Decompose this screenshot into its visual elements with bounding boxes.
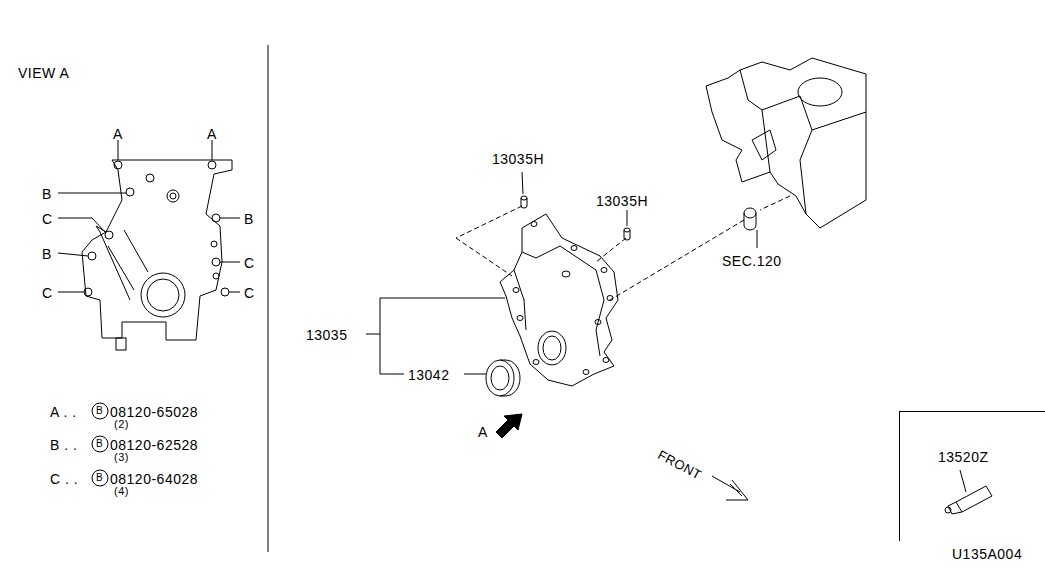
front-cover-edges [514,246,604,356]
leader-line [522,172,523,194]
engine-block [706,58,866,228]
callout-number: 13035H [596,194,648,208]
bolt-callout: C [244,256,255,270]
bolt-callout: A [113,127,123,141]
crank-hole [538,331,566,365]
quantity: (4) [114,486,129,497]
symbol-letter: B [96,439,103,449]
leader-line [627,210,628,226]
engine-block-detail [752,130,776,160]
bolt-callout: C [42,286,53,300]
cylinder-bore [798,78,842,106]
symbol-circle [92,470,108,486]
bolt-callout: A [207,127,217,141]
legend-key: A . . [50,405,77,419]
dowel-pin [744,213,756,230]
view-letter: A [478,425,488,439]
bolt-callout: B [42,187,52,201]
section-reference: SEC.120 [722,254,782,268]
direction-label: FRONT [656,448,704,482]
front-cover [500,214,618,386]
part-number: 08120-65028 [110,405,198,419]
view-title: VIEW A [18,66,69,80]
leader-lines [58,140,240,292]
sealant-tube [956,486,992,512]
symbol-circle [92,403,108,419]
crank-hole [147,279,179,311]
hole [146,174,154,182]
crank-hole [141,273,185,317]
divider-line [268,45,269,552]
dowel-pin [624,228,630,232]
callout-number: 13035 [306,328,347,342]
leader-line [960,470,966,492]
callout-number: 13520Z [938,450,988,464]
engine-block-edges [740,70,866,214]
front-arrow [712,476,748,500]
bolt-callout: B [42,247,52,261]
bracket-lines [366,298,505,374]
symbol-circle [92,436,108,452]
part-number: 08120-64028 [110,472,198,486]
callout-number: 13035H [492,152,544,166]
bolt-callout: C [244,286,255,300]
crank-hole [543,336,561,360]
oil-seal [500,360,520,396]
alignment-lines [456,196,790,300]
hole [167,190,179,202]
part-panel: 13520Z [899,411,1045,541]
hole [170,193,176,199]
dowel-pin [744,208,756,218]
bolt-callout: B [244,212,254,226]
quantity: (3) [114,452,129,463]
oil-seal [486,360,514,396]
part-number: 08120-62528 [110,438,198,452]
bolt-callout: C [42,212,53,226]
cover-outline [82,160,232,340]
legend-key: C . . [50,472,78,486]
bolt-holes [84,161,229,296]
oil-channel [96,226,130,300]
symbol-letter: B [96,473,103,483]
drawing-code: U135A004 [952,547,1022,561]
oil-seal [491,366,509,390]
view-arrow [496,414,522,438]
dowel-pin [521,196,527,200]
quantity: (2) [114,419,129,430]
front-arrow [730,484,742,496]
sealant-tube [945,507,951,513]
callout-number: 13042 [408,368,449,382]
dipstick-tube [116,338,126,350]
legend-key: B . . [50,438,77,452]
oil-channel [108,230,148,290]
bolt-holes [513,222,613,375]
symbol-letter: B [96,406,103,416]
leader-line [757,230,758,248]
